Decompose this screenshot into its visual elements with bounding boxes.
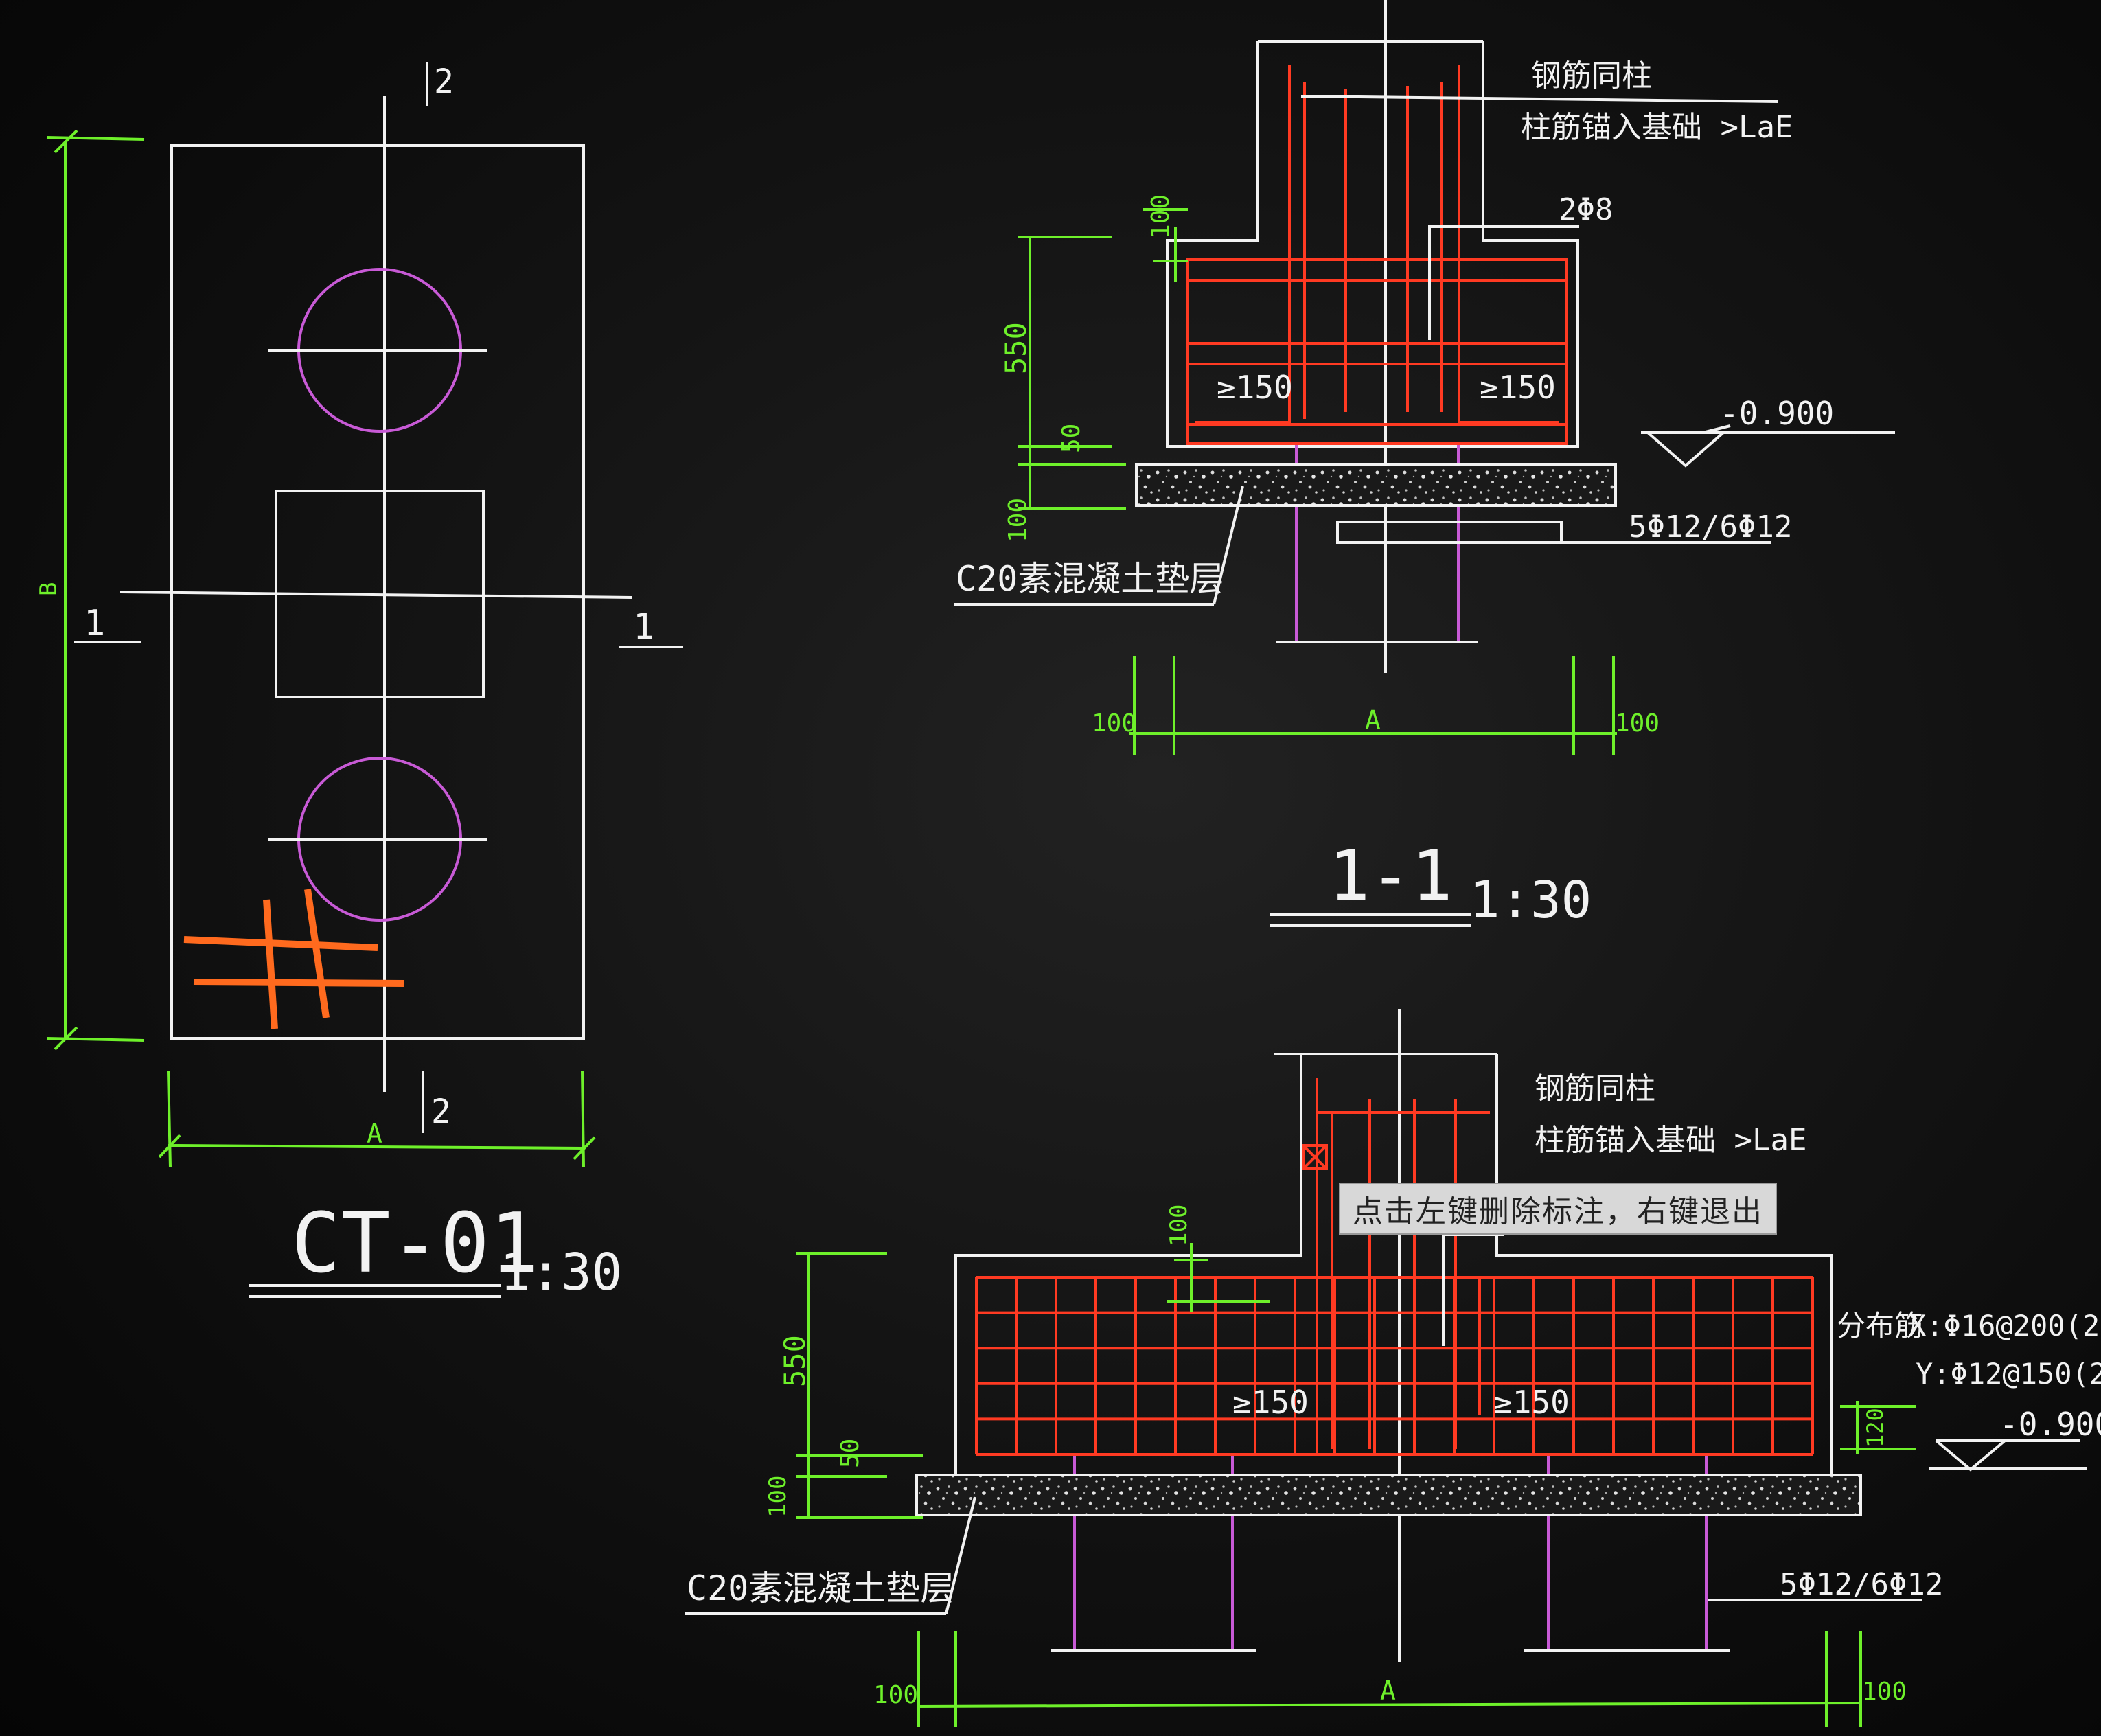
- dim-50-2: 50: [836, 1439, 864, 1468]
- dim-100-left-1: 100: [1092, 709, 1136, 738]
- dim-50-1: 50: [1057, 424, 1086, 453]
- cushion-label-2: C20素混凝土垫层: [687, 1568, 954, 1608]
- cap-outline-2: [954, 1054, 1833, 1478]
- cushion-label-1: C20素混凝土垫层: [956, 559, 1224, 599]
- cap-outline-1: [1166, 41, 1579, 448]
- note-anchor-1: 柱筋锚入基础 >LaE: [1521, 110, 1793, 145]
- concrete-cushion-2: [915, 1474, 1862, 1516]
- section-1-1: 钢筋同柱 柱筋锚入基础 >LaE 2Φ8 ≥150 ≥150 -0.900 5Φ…: [954, 0, 1895, 930]
- section-1-scale: 1:30: [1469, 871, 1592, 930]
- spacing-right-2: ≥150: [1493, 1384, 1570, 1421]
- dim-a-2: A: [1380, 1676, 1396, 1706]
- spacing-left-1: ≥150: [1217, 369, 1293, 406]
- dim-550-2: 550: [778, 1335, 812, 1387]
- concrete-cushion-1: [1135, 463, 1617, 507]
- section-1-left-label: 1: [84, 603, 105, 644]
- dist-x: X:Φ16@200(2): [1909, 1309, 2101, 1343]
- spacing-right-1: ≥150: [1480, 369, 1556, 406]
- dist-label: 分布筋: [1837, 1309, 1923, 1343]
- rebar-cage-1: [1186, 258, 1568, 445]
- note-anchor-2: 柱筋锚入基础 >LaE: [1535, 1123, 1806, 1158]
- level-1: -0.900: [1720, 395, 1834, 432]
- marker-box: [1302, 1144, 1328, 1170]
- spacing-left-2: ≥150: [1232, 1384, 1309, 1421]
- rebar-mesh-2: [975, 1276, 1814, 1456]
- section-2-top-label: 2: [434, 62, 454, 101]
- dim-100-right-1: 100: [1615, 709, 1660, 738]
- dist-y: Y:Φ12@150(2): [1916, 1357, 2101, 1391]
- plan-title: CT-01: [291, 1196, 539, 1292]
- section-2-2: 钢筋同柱 柱筋锚入基础 >LaE ≥150 ≥150 分布筋 X:Φ16@200…: [685, 1009, 2101, 1727]
- bottom-rebar-1: 5Φ12/6Φ12: [1629, 510, 1792, 545]
- plan-scale: 1:30: [500, 1243, 622, 1302]
- dim-100-right-2: 100: [1862, 1678, 1907, 1706]
- dim-100-bottom-1: 100: [1004, 498, 1032, 542]
- delete-annotation-tooltip: 点击左键删除标注，右键退出: [1339, 1183, 1777, 1235]
- section-2-bottom-label: 2: [431, 1093, 451, 1131]
- dim-a-1: A: [1365, 705, 1381, 735]
- dim-120: 120: [1862, 1408, 1888, 1448]
- level-2: -0.900: [1999, 1406, 2101, 1443]
- dim-100-top-2: 100: [1165, 1204, 1193, 1246]
- note-rebar-same-1: 钢筋同柱: [1531, 58, 1652, 93]
- dim-100-top-1: 100: [1147, 194, 1175, 239]
- note-rebar-same-2: 钢筋同柱: [1535, 1071, 1655, 1106]
- cursor-marker-icon: [183, 889, 404, 1029]
- plan-view: 2 2 1 1 B A CT-01 1:30: [35, 62, 683, 1302]
- centerline-horizontal: [119, 591, 632, 599]
- plan-dim-a: A: [367, 1119, 382, 1149]
- section-1-title: 1-1: [1329, 836, 1453, 916]
- rebar-2phi8: 2Φ8: [1559, 192, 1613, 227]
- dim-100-left-2: 100: [873, 1681, 918, 1709]
- column-outline: [275, 490, 485, 698]
- section-1-right-label: 1: [633, 606, 654, 648]
- plan-dim-b: B: [35, 582, 62, 596]
- dim-550-1: 550: [999, 322, 1033, 374]
- bottom-rebar-2: 5Φ12/6Φ12: [1780, 1567, 1943, 1602]
- dim-100-bottom-2: 100: [764, 1476, 792, 1518]
